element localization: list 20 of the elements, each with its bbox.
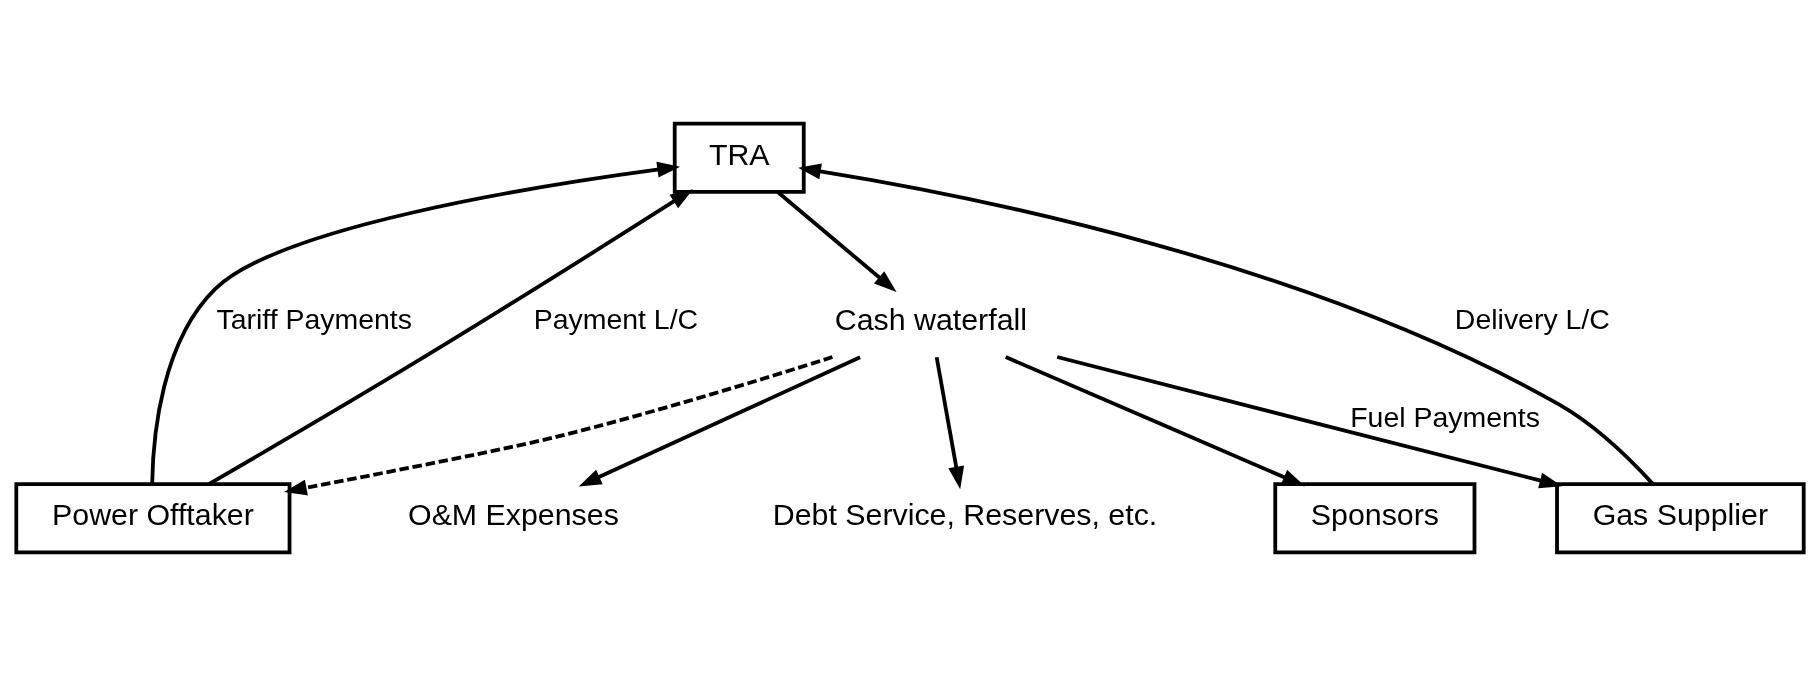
arrow: [1056, 354, 1563, 488]
arrow: [150, 161, 681, 483]
node-text: Debt Service, Reserves, etc.: [772, 497, 1158, 531]
node-box: TRA: [672, 121, 806, 194]
node-text: Cash waterfall: [834, 302, 1027, 336]
node-box: Gas Supplier: [1555, 481, 1806, 554]
node-box: Power Offtaker: [14, 481, 292, 554]
node-text: O&M Expenses: [408, 497, 619, 531]
edge-label: Delivery L/C: [1454, 302, 1610, 335]
arrow: [208, 188, 694, 485]
edge-label: Tariff Payments: [216, 302, 412, 335]
arrow: [1004, 354, 1306, 486]
edge-label: Payment L/C: [533, 302, 699, 335]
edge-label: Fuel Payments: [1350, 400, 1540, 433]
arrow: [283, 354, 833, 496]
arrow: [934, 356, 965, 489]
arrow: [578, 355, 861, 486]
arrow: [798, 163, 1655, 485]
node-box: Sponsors: [1273, 481, 1477, 554]
arrow: [776, 190, 897, 292]
